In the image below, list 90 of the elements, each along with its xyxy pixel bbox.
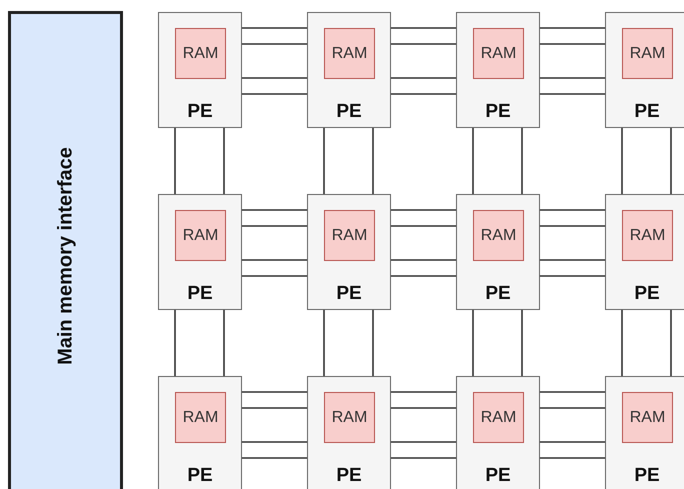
connection-line (242, 441, 307, 443)
processing-element (605, 376, 684, 489)
connection-line (242, 27, 307, 29)
connection-line (242, 259, 307, 261)
connection-line (242, 43, 307, 45)
connection-line (540, 77, 605, 79)
connection-line (242, 209, 307, 211)
connection-line (391, 275, 456, 277)
processing-element (158, 376, 242, 489)
ram-block: RAM (175, 210, 226, 261)
pe-label: PE (335, 283, 363, 305)
ram-block: RAM (473, 28, 524, 79)
connection-line (391, 209, 456, 211)
ram-block: RAM (324, 28, 375, 79)
connection-line (242, 391, 307, 393)
processing-element (605, 194, 684, 310)
pe-label: PE (484, 283, 512, 305)
processing-element (307, 12, 391, 128)
connection-line (540, 391, 605, 393)
ram-block: RAM (622, 28, 673, 79)
connection-line (521, 310, 523, 376)
connection-line (223, 310, 225, 376)
connection-line (540, 457, 605, 459)
processing-element (605, 12, 684, 128)
connection-line (391, 93, 456, 95)
connection-line (242, 77, 307, 79)
connection-line (391, 43, 456, 45)
connection-line (174, 310, 176, 376)
connection-line (621, 310, 623, 376)
connection-line (391, 259, 456, 261)
pe-label: PE (186, 465, 214, 487)
processing-element (158, 12, 242, 128)
connection-line (540, 441, 605, 443)
connection-line (472, 128, 474, 194)
ram-block: RAM (473, 392, 524, 443)
connection-line (540, 407, 605, 409)
connection-line (372, 310, 374, 376)
processing-element (158, 194, 242, 310)
pe-label: PE (633, 465, 661, 487)
connection-line (391, 457, 456, 459)
connection-line (540, 93, 605, 95)
connection-line (540, 27, 605, 29)
ram-block: RAM (175, 28, 226, 79)
ram-block: RAM (324, 392, 375, 443)
connection-line (242, 225, 307, 227)
connection-line (391, 225, 456, 227)
connection-line (391, 77, 456, 79)
connection-line (391, 391, 456, 393)
connection-line (174, 128, 176, 194)
processing-element (307, 376, 391, 489)
connection-line (540, 209, 605, 211)
connection-line (540, 225, 605, 227)
pe-label: PE (335, 101, 363, 123)
pe-label: PE (335, 465, 363, 487)
ram-block: RAM (622, 210, 673, 261)
connection-line (391, 407, 456, 409)
connection-line (521, 128, 523, 194)
connection-line (540, 275, 605, 277)
processing-element (307, 194, 391, 310)
ram-block: RAM (175, 392, 226, 443)
connection-line (472, 310, 474, 376)
ram-block: RAM (622, 392, 673, 443)
connection-line (242, 457, 307, 459)
pe-label: PE (484, 101, 512, 123)
connection-line (391, 441, 456, 443)
connection-line (540, 259, 605, 261)
interface-label: Main memory interface (54, 147, 77, 365)
processing-element (456, 194, 540, 310)
connection-line (670, 128, 672, 194)
pe-label: PE (484, 465, 512, 487)
connection-line (391, 27, 456, 29)
processing-element (456, 376, 540, 489)
connection-line (242, 275, 307, 277)
connection-line (223, 128, 225, 194)
pe-label: PE (633, 283, 661, 305)
connection-line (323, 310, 325, 376)
memory-interface-band (8, 11, 123, 489)
pe-label: PE (633, 101, 661, 123)
connection-line (540, 43, 605, 45)
ram-block: RAM (473, 210, 524, 261)
connection-line (621, 128, 623, 194)
ram-block: RAM (324, 210, 375, 261)
connection-line (242, 407, 307, 409)
connection-line (372, 128, 374, 194)
processing-element (456, 12, 540, 128)
connection-line (670, 310, 672, 376)
connection-line (242, 93, 307, 95)
pe-label: PE (186, 101, 214, 123)
connection-line (323, 128, 325, 194)
pe-label: PE (186, 283, 214, 305)
